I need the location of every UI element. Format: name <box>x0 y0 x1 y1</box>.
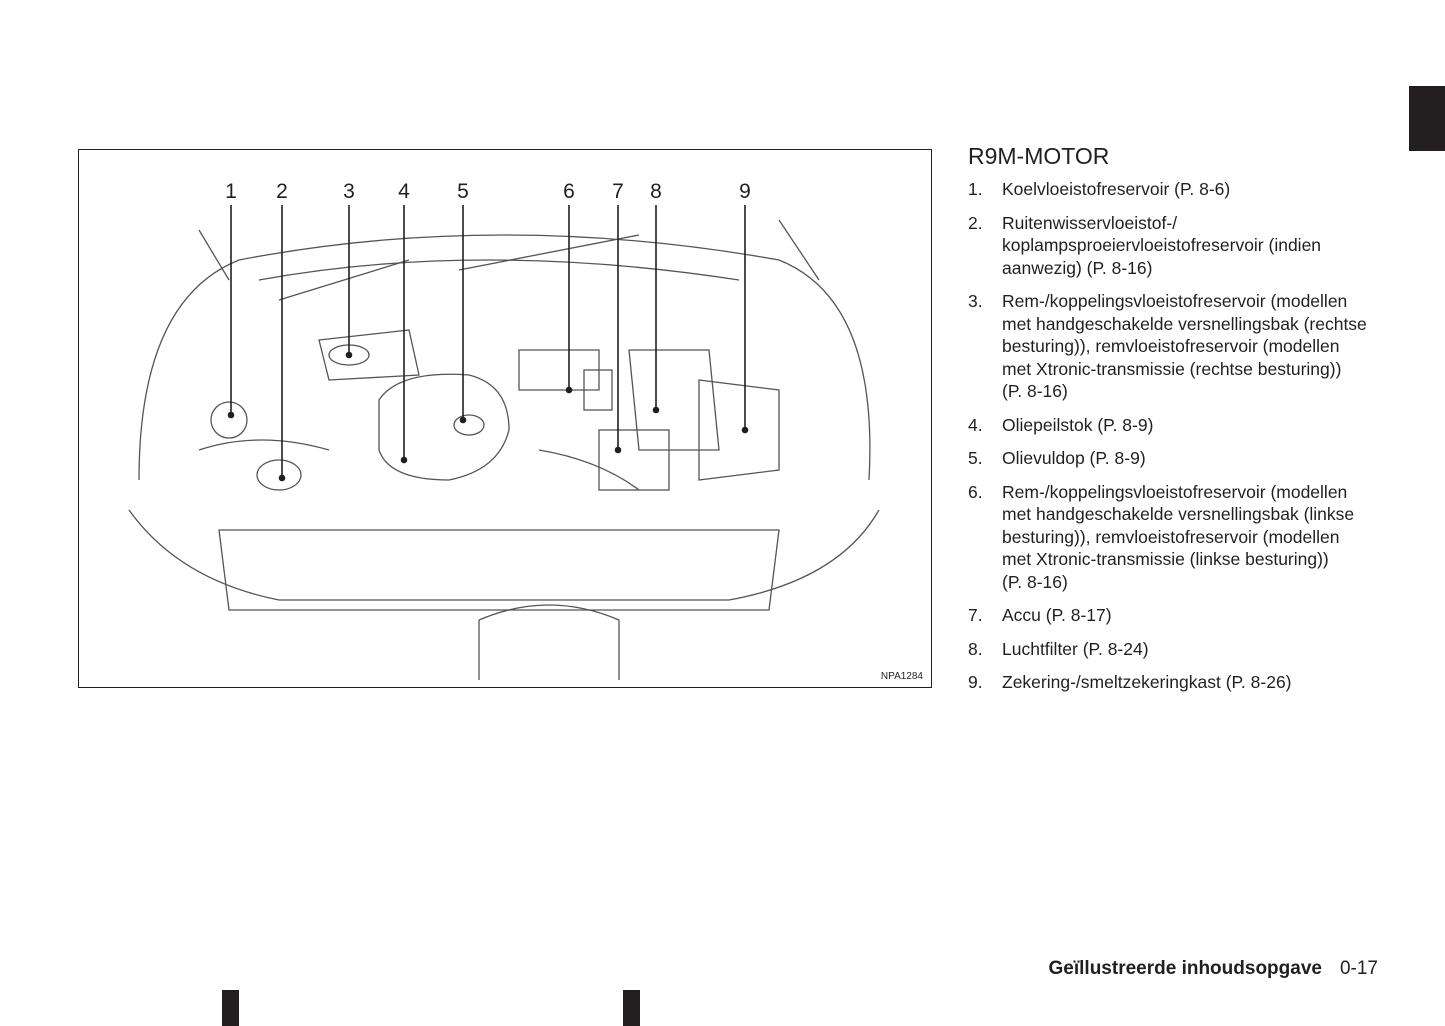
callout-9: 9 <box>739 180 751 203</box>
item-text: koplampsproeiervloeistofreservoir (indie… <box>1002 235 1322 255</box>
list-item: 2. Ruitenwisservloeistof-/koplampsproeier… <box>968 212 1367 280</box>
item-number: 3. <box>968 291 983 311</box>
crop-mark <box>623 990 640 1026</box>
item-text: Zekering-/smeltzekeringkast (P. 8-26) <box>1002 672 1292 692</box>
callout-2: 2 <box>276 180 288 203</box>
item-number: 1. <box>968 179 983 199</box>
item-text: Ruitenwisservloeistof-/ <box>1002 212 1178 233</box>
item-number: 7. <box>968 605 983 625</box>
engine-compartment-figure: 1 2 3 4 5 6 7 8 9 NPA1284 <box>78 149 932 688</box>
callout-4: 4 <box>398 180 410 203</box>
item-text: besturing)), remvloeistofreservoir (mode… <box>1002 526 1340 547</box>
list-item: 4. Oliepeilstok (P. 8-9) <box>968 414 1367 437</box>
item-text: Olievuldop (P. 8-9) <box>1002 448 1146 468</box>
list-item: 5. Olievuldop (P. 8-9) <box>968 447 1367 470</box>
item-number: 5. <box>968 448 983 468</box>
crop-mark <box>222 990 239 1026</box>
callout-6: 6 <box>563 180 575 203</box>
list-item: 1. Koelvloeistofreservoir (P. 8-6) <box>968 178 1367 201</box>
list-item: 7. Accu (P. 8-17) <box>968 604 1367 627</box>
section-title: R9M-MOTOR <box>968 143 1110 169</box>
callout-3: 3 <box>343 180 355 203</box>
callout-5: 5 <box>457 180 469 203</box>
list-item: 8. Luchtfilter (P. 8-24) <box>968 638 1367 661</box>
item-text: besturing)), remvloeistofreservoir (mode… <box>1002 336 1340 356</box>
item-text: (P. 8-16) <box>1002 571 1068 592</box>
callout-leaders <box>227 205 749 482</box>
item-text: Rem-/koppelingsvloeistofreservoir (model… <box>1002 291 1348 311</box>
item-text: Koelvloeistofreservoir (P. 8-6) <box>1002 179 1231 199</box>
page-number: 0-17 <box>1339 958 1378 979</box>
item-text: Accu (P. 8-17) <box>1002 605 1112 625</box>
item-text: met handgeschakelde versnellingsbak (rec… <box>1002 313 1367 334</box>
item-number: 4. <box>968 414 983 435</box>
callout-7: 7 <box>612 180 624 203</box>
item-number: 9. <box>968 672 983 692</box>
list-item: 9. Zekering-/smeltzekeringkast (P. 8-26) <box>968 671 1367 694</box>
callout-1: 1 <box>225 180 237 203</box>
item-number: 6. <box>968 481 983 502</box>
item-number: 8. <box>968 638 983 659</box>
figure-code: NPA1284 <box>880 671 923 682</box>
item-text: met Xtronic-transmissie (linkse besturin… <box>1002 549 1329 569</box>
chapter-tab <box>1409 86 1445 151</box>
item-text: met handgeschakelde versnellingsbak (lin… <box>1002 504 1355 524</box>
footer-section-title: Geïllustreerde inhoudsopgave <box>1048 958 1322 979</box>
item-text: Luchtfilter (P. 8-24) <box>1002 638 1149 659</box>
list-item: 6. Rem-/koppelingsvloeistofreservoir (mod… <box>968 481 1367 594</box>
item-text: (P. 8-16) <box>1002 381 1068 401</box>
item-number: 2. <box>968 212 983 233</box>
list-item: 3. Rem-/koppelingsvloeistofreservoir (mod… <box>968 290 1367 403</box>
page-footer: Geïllustreerde inhoudsopgave 0-17 <box>1049 958 1378 980</box>
item-text: Oliepeilstok (P. 8-9) <box>1002 414 1154 435</box>
engine-illustration <box>128 219 880 680</box>
callout-8: 8 <box>650 180 662 203</box>
component-list: 1. Koelvloeistofreservoir (P. 8-6) 2. Ruite… <box>968 178 1367 705</box>
item-text: met Xtronic-transmissie (rechtse besturi… <box>1002 358 1342 379</box>
item-text: aanwezig) (P. 8-16) <box>1002 257 1153 278</box>
item-text: Rem-/koppelingsvloeistofreservoir (model… <box>1002 481 1348 502</box>
